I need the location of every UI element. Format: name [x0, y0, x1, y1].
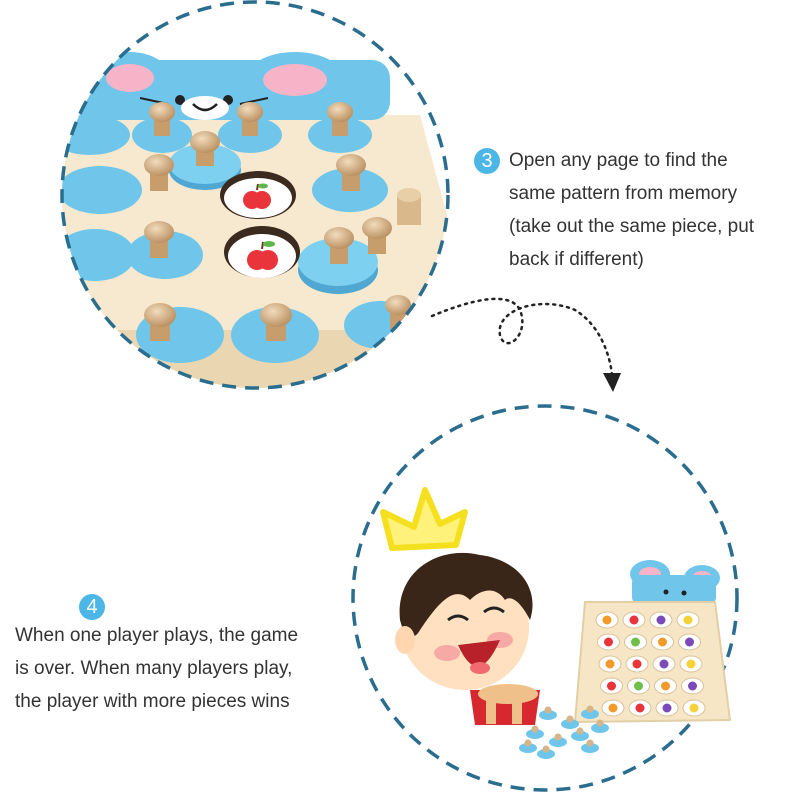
fruit-icon: [683, 615, 693, 625]
crown-icon: [380, 487, 468, 551]
fruit-icon: [607, 681, 616, 691]
game-piece: [519, 739, 537, 753]
fruit-icon: [629, 615, 639, 625]
fruit-icon: [604, 637, 613, 647]
mouse-head: [70, 52, 390, 120]
apple-icon: [243, 183, 271, 209]
apple-icon: [247, 241, 278, 270]
mini-board-slots: [595, 611, 706, 717]
fruit-icon: [659, 659, 669, 669]
fruit-icon: [632, 659, 642, 669]
fruit-icon: [608, 703, 618, 713]
game-piece: [539, 706, 557, 720]
top-dashed-circle: [60, 0, 450, 390]
step-3-badge: 3: [474, 148, 500, 174]
step-4-badge: 4: [79, 594, 105, 620]
fruit-icon: [605, 659, 615, 669]
game-piece: [561, 715, 579, 729]
game-piece: [526, 725, 544, 739]
scattered-pieces: [519, 705, 609, 759]
fruit-icon: [686, 659, 696, 669]
step-3-line-2: same pattern from memory: [509, 183, 738, 204]
step-3-line-3: (take out the same piece, put: [509, 216, 755, 237]
bottom-dashed-circle: [351, 404, 739, 792]
game-piece: [591, 719, 609, 733]
game-piece: [537, 745, 555, 759]
step-4-line-2: is over. When many players play,: [15, 658, 293, 679]
step-4-text: When one player plays, the game is over.…: [15, 619, 298, 718]
board-closeup: [62, 2, 448, 388]
step-3-line-4: back if different): [509, 249, 644, 270]
wooden-pegs: [144, 102, 421, 341]
fruit-icon: [631, 637, 640, 647]
game-piece: [581, 705, 599, 719]
step-4-line-1: When one player plays, the game: [15, 625, 299, 646]
fruit-icon: [689, 703, 699, 713]
fruit-icon: [656, 615, 666, 625]
step-4-line-3: the player with more pieces wins: [15, 691, 290, 712]
curly-arrow-icon: [430, 297, 621, 392]
game-piece: [571, 727, 589, 741]
fruit-icon: [634, 681, 643, 691]
fruit-icon: [658, 637, 667, 647]
fruit-icon: [602, 615, 612, 625]
fruit-icon: [662, 703, 672, 713]
cartoon-boy: [395, 552, 540, 725]
fruit-icon: [685, 637, 694, 647]
game-piece: [581, 739, 599, 753]
fruit-icon: [635, 703, 645, 713]
step-3-text: Open any page to find the same pattern f…: [509, 144, 754, 276]
game-piece: [549, 733, 567, 747]
step-3-line-1: Open any page to find the: [509, 150, 728, 171]
fruit-icon: [688, 681, 697, 691]
fruit-icon: [661, 681, 670, 691]
